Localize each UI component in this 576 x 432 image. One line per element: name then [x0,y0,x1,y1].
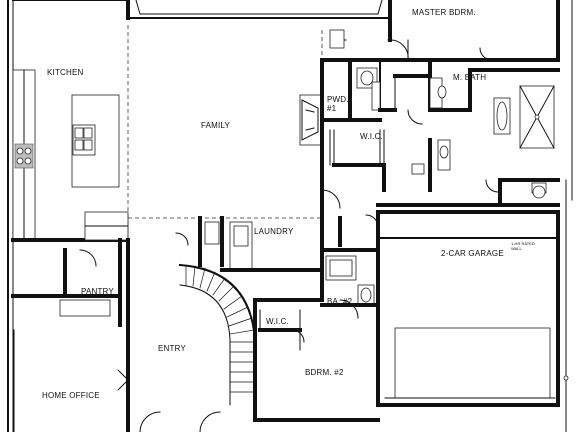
label-laundry: LAUNDRY [254,227,294,236]
label-ba2: BA. #2 [327,297,353,306]
label-wic2: W.I.C. [266,317,289,326]
fireplace [299,94,323,146]
label-pwd: PWD. [327,95,349,104]
door-swing-icon [387,39,409,61]
pantry-office-walls [11,238,130,432]
label-entry: ENTRY [158,344,186,353]
garage-walls [376,179,569,432]
garage-note-line2: WALL [511,246,523,251]
label-master-bdrm: MASTER BDRM. [412,8,476,17]
laundry-entry-walls [178,216,342,422]
label-pwd-number: #1 [327,104,337,113]
label-m-bath: M. BATH [453,73,486,82]
master-suite-walls [320,29,560,217]
doors [79,39,499,432]
label-family: FAMILY [201,121,231,130]
label-kitchen: KITCHEN [47,68,84,77]
label-bdrm2: BDRM. #2 [305,368,344,377]
kitchen-area [11,25,323,242]
room-labels: MASTER BDRM. KITCHEN FAMILY PWD. #1 M. B… [42,8,535,400]
label-home-office: HOME OFFICE [42,391,100,400]
stair-treads [185,264,256,393]
garage-note-line1: 1-HR RATED [511,241,535,246]
label-wic-master: W.I.C. [360,132,383,141]
label-pantry: PANTRY [81,287,114,296]
bedroom-two-walls [253,248,380,422]
label-garage: 2-CAR GARAGE [441,249,504,258]
cooktop-icon [14,143,34,169]
